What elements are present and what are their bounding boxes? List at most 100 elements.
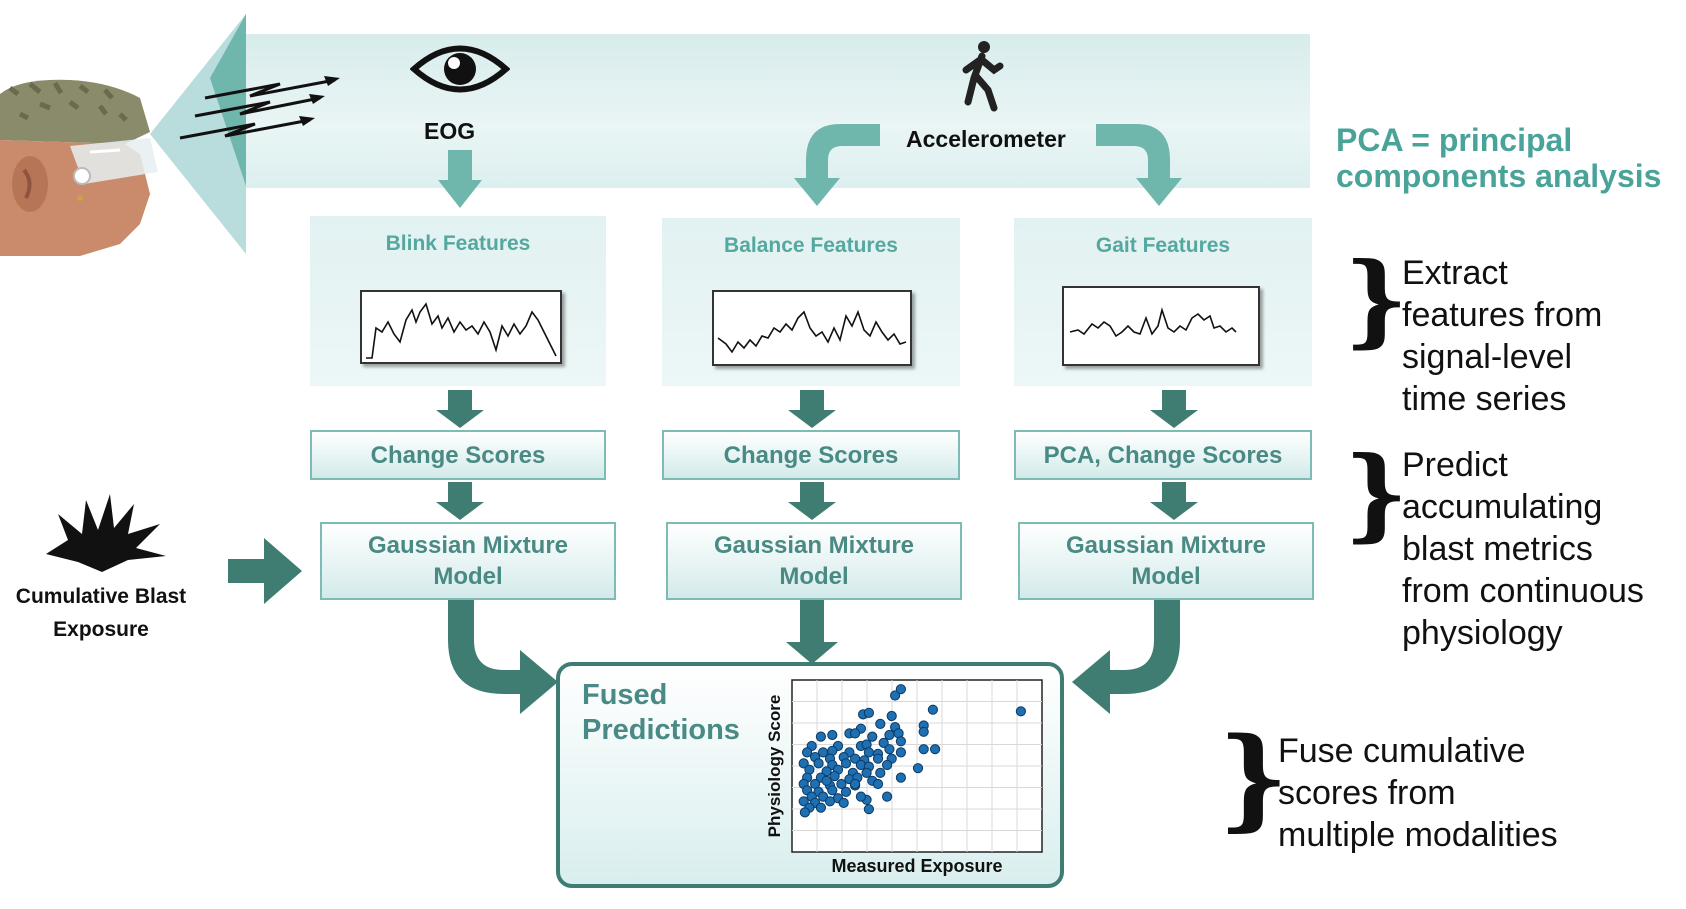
fuse-line3: multiple modalities — [1278, 816, 1558, 854]
scatter-point — [818, 791, 829, 802]
blast-exposure-label: Cumulative Blast Exposure — [8, 580, 194, 646]
blink-features-title: Blink Features — [385, 232, 531, 255]
scatter-point — [840, 758, 852, 769]
predict-line5: physiology — [1402, 614, 1563, 652]
extract-line2: features from — [1402, 296, 1603, 334]
scatter-point — [875, 718, 886, 730]
extract-line1: Extract — [1402, 254, 1508, 292]
balance-signal-plot — [712, 290, 912, 366]
gait-signal-trace — [1069, 307, 1237, 338]
scatter-point — [930, 744, 941, 755]
gait-gmm-line1: Gaussian Mixture — [1065, 532, 1267, 559]
scatter-point — [799, 807, 811, 818]
scatter-point — [875, 767, 886, 779]
gait-features-title: Gait Features — [1095, 234, 1231, 257]
pca-definition-note: PCA = principal components analysis — [1336, 122, 1661, 194]
extract-annotation: Extract features from signal-level time … — [1402, 252, 1602, 420]
eye-icon — [410, 45, 510, 93]
scatter-point — [855, 791, 867, 802]
scatter-point — [886, 710, 897, 722]
balance-change-scores-box: Change Scores — [662, 430, 960, 480]
balance-features-panel: Balance Features — [662, 218, 960, 386]
scatter-point — [850, 728, 861, 739]
gait-signal-plot — [1062, 286, 1260, 366]
scatter-point — [838, 797, 849, 808]
balance-gmm-line2: Model — [779, 563, 849, 590]
scatter-point — [918, 726, 929, 737]
scatter-ylabel: Physiology Score — [765, 695, 784, 838]
scatter-point — [840, 786, 852, 798]
scatter-point — [918, 744, 929, 755]
scatter-point — [861, 767, 872, 779]
blink-gmm-box: Gaussian Mixture Model — [320, 522, 616, 600]
gait-features-panel: Gait Features — [1014, 218, 1312, 386]
balance-gmm-box: Gaussian Mixture Model — [666, 522, 962, 600]
fused-predictions-title: Fused Predictions — [582, 678, 762, 748]
blink-features-panel: Blink Features — [310, 216, 606, 386]
gait-gmm-box: Gaussian Mixture Model — [1018, 522, 1314, 600]
scatter-point — [882, 791, 893, 802]
predict-line3: blast metrics — [1402, 530, 1593, 568]
scatter-point — [863, 707, 875, 719]
fused-scatter-plot: Measured Exposure Physiology Score — [765, 679, 1043, 876]
blink-signal-plot — [360, 290, 562, 364]
soldier-head-illustration — [0, 79, 158, 256]
scatter-point — [863, 804, 875, 815]
scatter-point — [815, 731, 827, 742]
extract-line3: signal-level — [1402, 338, 1573, 376]
fused-predictions-box: Fused Predictions Measured Exposure Phys… — [556, 662, 1064, 888]
scatter-point — [829, 771, 840, 782]
extract-brace: } — [1344, 240, 1409, 358]
scatter-point — [895, 747, 906, 758]
scatter-point — [813, 758, 824, 769]
balance-signal-trace — [717, 309, 907, 354]
predict-line2: accumulating — [1402, 488, 1603, 526]
fused-line2: Predictions — [582, 714, 740, 746]
scatter-point — [798, 796, 809, 807]
fused-line1: Fused — [582, 679, 668, 711]
scatter-point — [827, 729, 838, 741]
scatter-point — [895, 736, 906, 747]
scatter-point — [815, 802, 827, 813]
signal-arrows-icon — [179, 76, 340, 140]
explosion-icon — [46, 494, 166, 572]
scatter-point — [895, 684, 906, 695]
scatter-point — [821, 775, 832, 786]
scatter-point — [872, 778, 884, 790]
gait-gmm-line2: Model — [1131, 563, 1201, 590]
pca-note-line1: PCA = principal — [1336, 122, 1573, 158]
eog-label: EOG — [424, 118, 476, 144]
scatter-xlabel: Measured Exposure — [831, 856, 1002, 876]
fuse-line1: Fuse cumulative — [1278, 732, 1526, 770]
fuse-line2: scores from — [1278, 774, 1456, 812]
blink-change-scores-box: Change Scores — [310, 430, 606, 480]
scatter-point — [895, 772, 906, 783]
extract-line4: time series — [1402, 380, 1567, 418]
predict-annotation: Predict accumulating blast metrics from … — [1402, 444, 1644, 654]
predict-brace: } — [1344, 434, 1409, 552]
predict-line4: from continuous — [1402, 572, 1644, 610]
pca-note-line2: components analysis — [1336, 158, 1662, 194]
blink-gmm-line2: Model — [433, 563, 503, 590]
scatter-point — [824, 796, 836, 807]
scatter-point — [867, 731, 878, 742]
scatter-point — [912, 763, 924, 774]
scatter-point — [836, 778, 847, 790]
blast-to-gmm-arrow — [228, 538, 302, 604]
scatter-point — [878, 737, 889, 749]
blink-signal-trace — [366, 302, 557, 359]
scatter-point — [850, 778, 861, 790]
scatter-point — [927, 704, 938, 715]
scatter-point — [882, 759, 893, 771]
scatter-point — [802, 747, 813, 758]
scatter-points — [798, 684, 1026, 818]
scatter-point — [890, 690, 901, 701]
blast-line1: Cumulative Blast — [15, 585, 187, 608]
balance-features-title: Balance Features — [724, 234, 898, 257]
predict-line1: Predict — [1402, 446, 1508, 484]
fuse-brace: } — [1218, 713, 1289, 842]
gait-pca-change-scores-box: PCA, Change Scores — [1014, 430, 1312, 480]
walking-person-icon — [962, 41, 1004, 112]
scatter-point — [884, 744, 895, 755]
